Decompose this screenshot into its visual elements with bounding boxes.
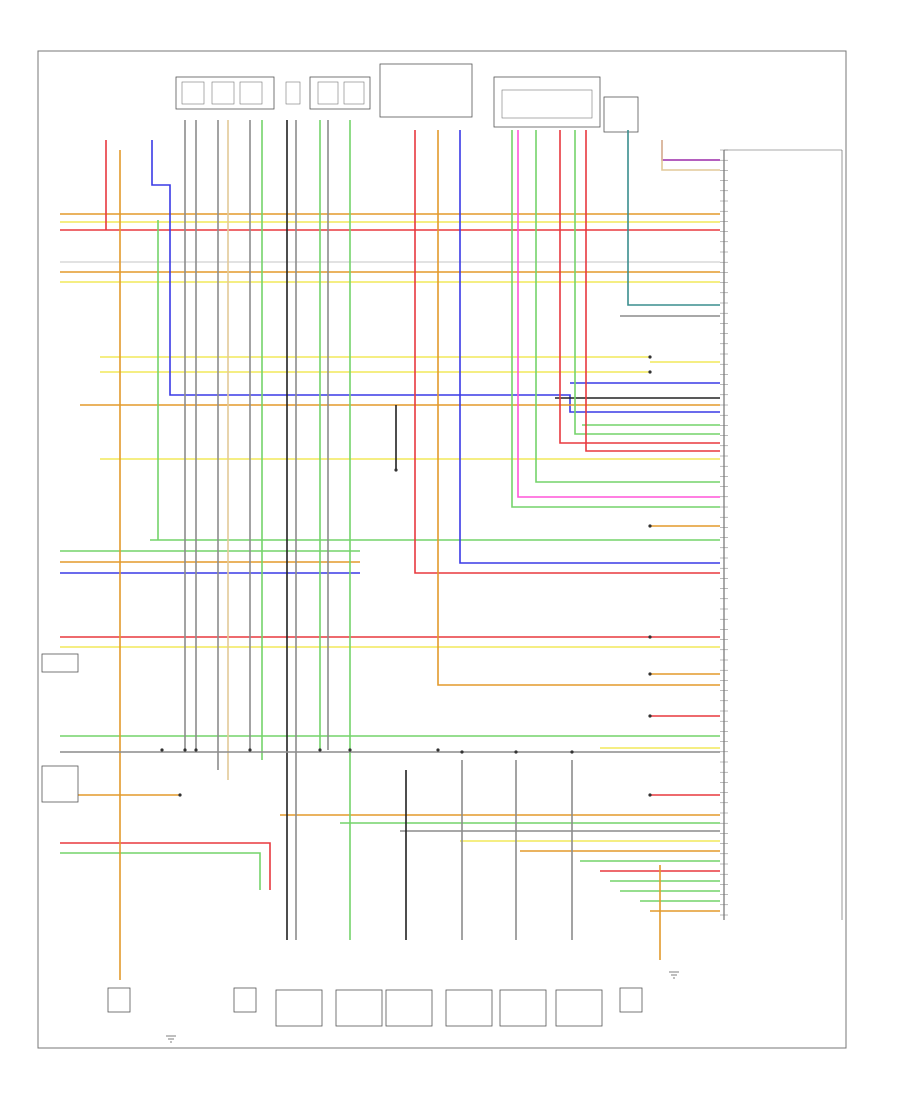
diagram-frame	[37, 50, 847, 1049]
wire-teal-8	[627, 130, 720, 306]
wire-tan-1	[661, 140, 720, 171]
ground-symbols	[166, 971, 679, 1043]
wire-orange-34	[437, 130, 720, 686]
right-knock-sensor	[233, 987, 257, 1013]
wire-blue-13	[151, 140, 720, 413]
splice-node-11	[318, 748, 322, 752]
splice-node-0	[648, 355, 652, 359]
splice-node-18	[160, 748, 164, 752]
wire-violet-0	[661, 140, 720, 161]
sensor-top-right	[603, 96, 639, 133]
top-inner-boxes	[181, 81, 593, 119]
wire-green-24	[511, 130, 720, 508]
fuel-injector-1	[275, 989, 323, 1027]
splice-node-3	[648, 635, 652, 639]
splice-node-8	[183, 748, 187, 752]
wire-red-31	[414, 130, 720, 574]
fuse-block-left	[309, 76, 371, 110]
splice-node-9	[194, 748, 198, 752]
fuel-injector-5	[499, 989, 547, 1027]
wire-red-40	[60, 842, 271, 890]
splice-node-13	[436, 748, 440, 752]
bottom-components	[41, 653, 643, 1027]
fuel-injector-2	[335, 989, 383, 1027]
splice-node-4	[648, 672, 652, 676]
fuel-injector-4	[445, 989, 493, 1027]
fuel-injector-3	[385, 989, 433, 1027]
left-throttle-box	[41, 765, 79, 803]
splice-node-12	[348, 748, 352, 752]
splice-node-2	[648, 524, 652, 528]
top-components	[175, 63, 639, 133]
splice-node-5	[648, 714, 652, 718]
splice-nodes	[160, 149, 728, 916]
left-knock-sensor	[107, 987, 131, 1013]
splice-node-14	[460, 750, 464, 754]
splice-node-10	[248, 748, 252, 752]
wire-red-21	[585, 130, 720, 452]
splice-node-7	[394, 468, 398, 472]
wire-red-18	[559, 130, 720, 444]
splice-node-1	[648, 370, 652, 374]
fuel-injector-6	[555, 989, 603, 1027]
wire-green-19	[574, 130, 720, 435]
switch-assembly-top	[493, 76, 601, 128]
engine-control-module-connector	[723, 149, 843, 920]
control-module-top	[379, 63, 473, 118]
splice-node-6	[648, 793, 652, 797]
left-controller-box	[41, 653, 79, 673]
wire-pink-23	[517, 130, 720, 498]
splice-node-16	[570, 750, 574, 754]
wire-green-22	[535, 130, 720, 483]
splice-node-15	[514, 750, 518, 754]
wire-harness	[60, 120, 720, 980]
camshaft-sensor	[619, 987, 643, 1013]
splice-node-17	[178, 793, 182, 797]
wire-blue-30	[459, 130, 720, 564]
left-relay-module	[175, 76, 275, 110]
wire-green-42	[60, 852, 261, 890]
